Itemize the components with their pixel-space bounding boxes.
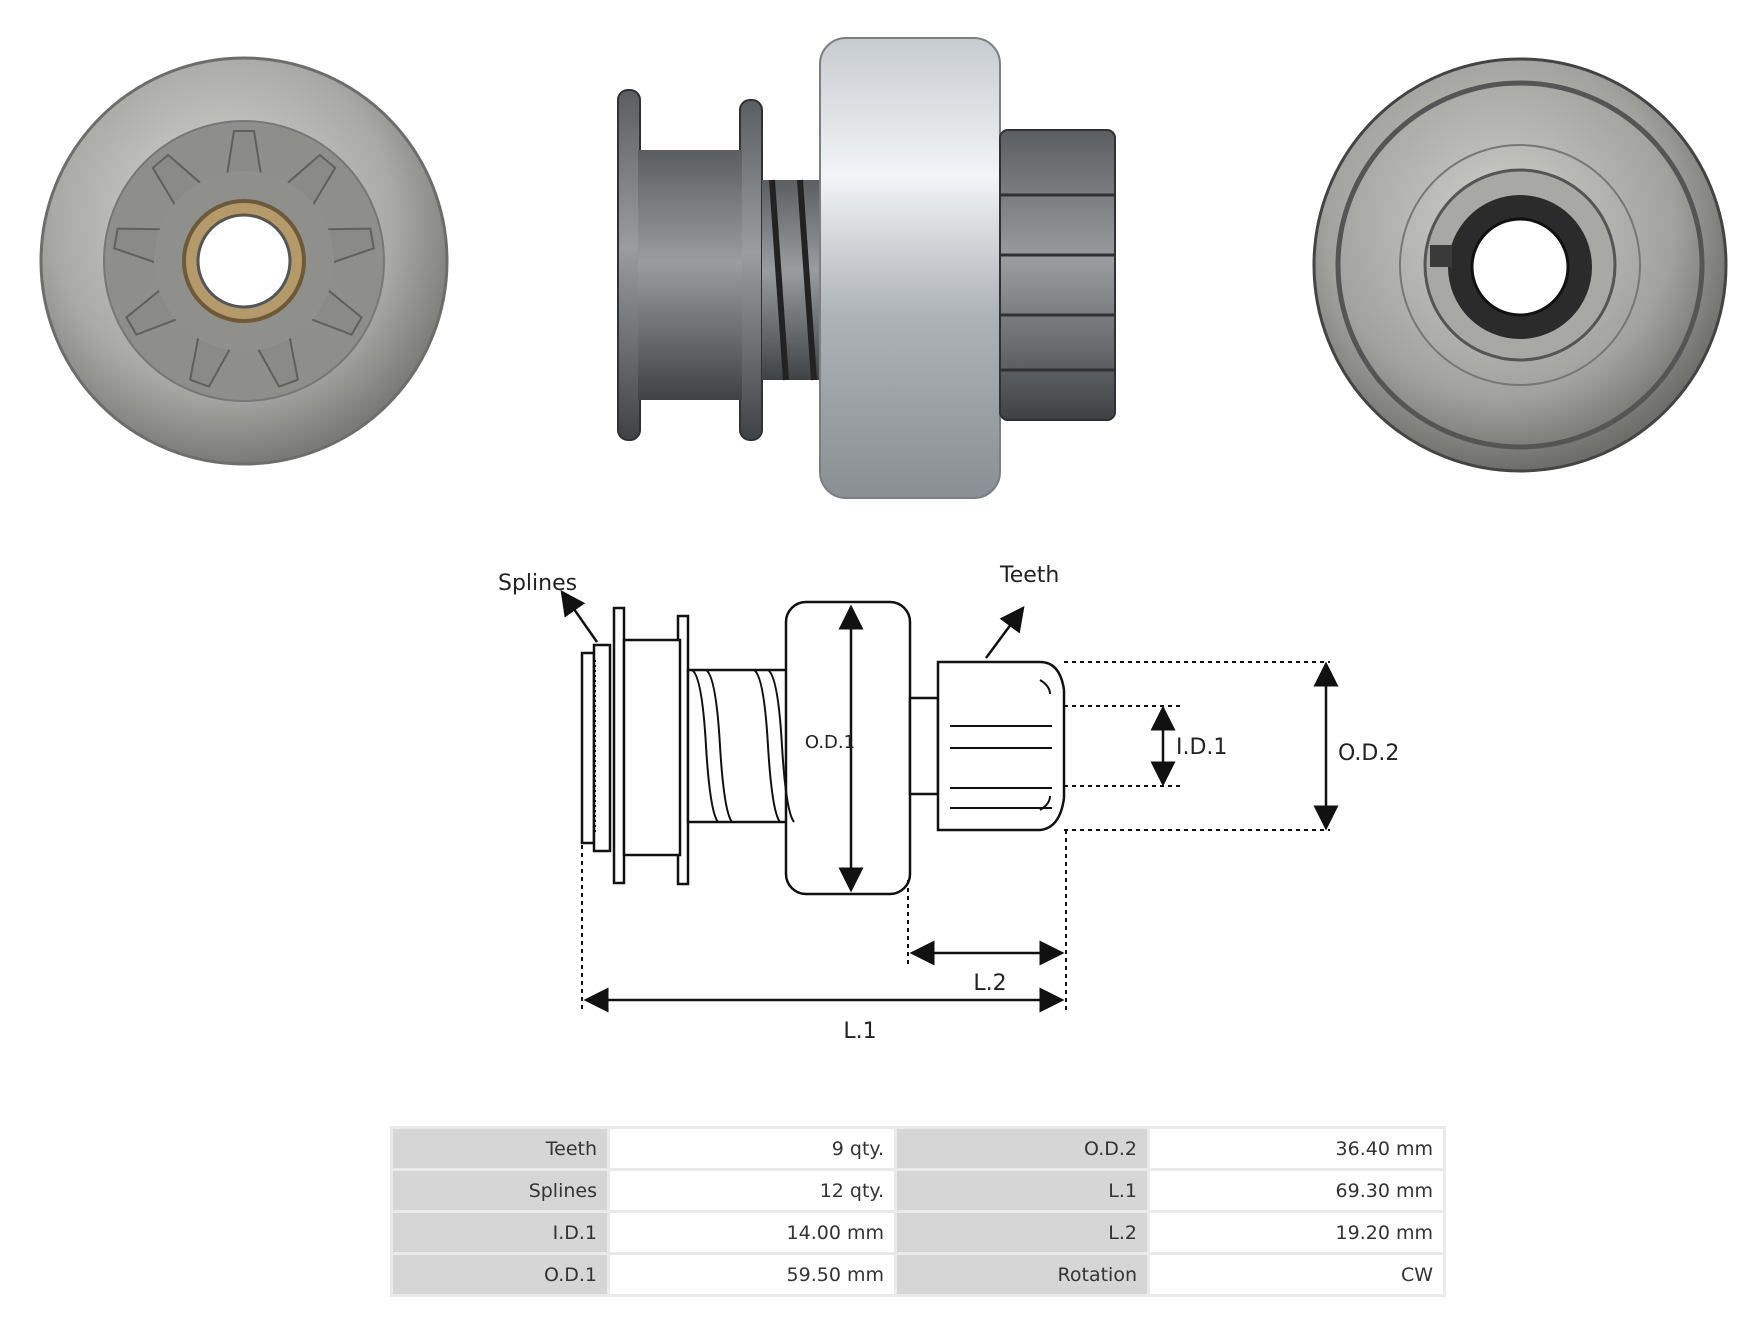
splines-pointer — [560, 589, 599, 643]
spec-value: CW — [1150, 1255, 1443, 1294]
spec-value: 9 qty. — [610, 1129, 894, 1168]
id1-label: I.D.1 — [1176, 735, 1227, 760]
spec-label: I.D.1 — [393, 1213, 607, 1252]
spec-label: O.D.1 — [393, 1255, 607, 1294]
flange-left — [612, 606, 626, 885]
spec-label: Rotation — [897, 1255, 1147, 1294]
dimension-diagram: Splines Teeth O.D.1 I.D.1 O.D.2 L.2 L.1 — [498, 563, 1399, 1044]
l1-label: L.1 — [843, 1019, 876, 1044]
table-row: O.D.1 59.50 mm Rotation CW — [393, 1255, 1443, 1294]
table-row: Teeth 9 qty. O.D.2 36.40 mm — [393, 1129, 1443, 1168]
spec-value: 36.40 mm — [1150, 1129, 1443, 1168]
spline-hub — [580, 651, 596, 845]
back-view-photo — [1312, 57, 1728, 473]
l2-label: L.2 — [973, 971, 1006, 996]
spec-label: L.1 — [897, 1171, 1147, 1210]
table-row: I.D.1 14.00 mm L.2 19.20 mm — [393, 1213, 1443, 1252]
shaft — [686, 668, 790, 824]
spec-value: 69.30 mm — [1150, 1171, 1443, 1210]
od2-label: O.D.2 — [1338, 741, 1399, 766]
table-row: Splines 12 qty. L.1 69.30 mm — [393, 1171, 1443, 1210]
front-view-photo — [39, 56, 449, 466]
spec-label: Teeth — [393, 1129, 607, 1168]
od1-label: O.D.1 — [805, 732, 855, 753]
side-view-photo — [617, 37, 1116, 499]
spec-value: 59.50 mm — [610, 1255, 894, 1294]
splines-label: Splines — [498, 571, 577, 596]
spec-value: 12 qty. — [610, 1171, 894, 1210]
spec-value: 14.00 mm — [610, 1213, 894, 1252]
spec-value: 19.20 mm — [1150, 1213, 1443, 1252]
spec-label: O.D.2 — [897, 1129, 1147, 1168]
spec-label: L.2 — [897, 1213, 1147, 1252]
spec-table: Teeth 9 qty. O.D.2 36.40 mm Splines 12 q… — [390, 1126, 1446, 1297]
teeth-label: Teeth — [999, 563, 1059, 588]
pinion — [936, 660, 1066, 832]
teeth-pointer — [984, 605, 1025, 659]
spec-label: Splines — [393, 1171, 607, 1210]
